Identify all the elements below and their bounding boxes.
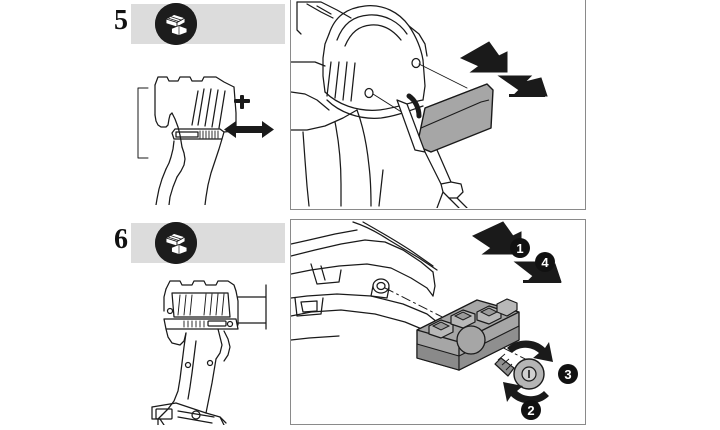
tool-full-side-view: [140, 267, 290, 430]
callout-4: 4: [535, 252, 555, 272]
belt-hook-bracket-panel: 1 4 3 2: [290, 219, 586, 425]
svg-text:1: 1: [516, 241, 523, 256]
tool-housing-side-view: [112, 55, 287, 210]
arrow-up-left-bent: [459, 41, 508, 73]
battery-pack-remove-icon: [155, 3, 197, 45]
step-5: 5: [0, 0, 720, 212]
cover-plate-removal-panel: [290, 0, 586, 210]
svg-text:4: 4: [541, 255, 549, 270]
callout-3: 3: [558, 364, 578, 384]
battery-pack-remove-icon: [155, 222, 197, 264]
svg-text:3: 3: [564, 367, 571, 382]
step-6-number: 6: [114, 224, 128, 255]
belt-hook-bracket-figure: 1 4 3 2: [291, 221, 578, 420]
pry-motion-mark: [406, 93, 422, 119]
cover-plate: [416, 83, 494, 153]
arrow-down-right-bent: [497, 75, 548, 97]
arrow-baseline: [509, 94, 545, 97]
rotation-arrows: [503, 340, 553, 404]
step-6: 6: [0, 219, 720, 426]
arrow-baseline: [523, 280, 561, 283]
step-5-number: 5: [114, 5, 128, 36]
flat-screwdriver: [396, 99, 468, 208]
screw-symbol: [234, 95, 250, 109]
callout-1: 1: [510, 238, 530, 258]
double-arrow-horizontal: [224, 121, 274, 138]
svg-text:2: 2: [527, 403, 534, 418]
cover-plate-removal-figure: [291, 1, 548, 208]
mounting-screw: [494, 353, 545, 390]
belt-hook-bracket: [416, 298, 520, 371]
callout-2: 2: [521, 400, 541, 420]
